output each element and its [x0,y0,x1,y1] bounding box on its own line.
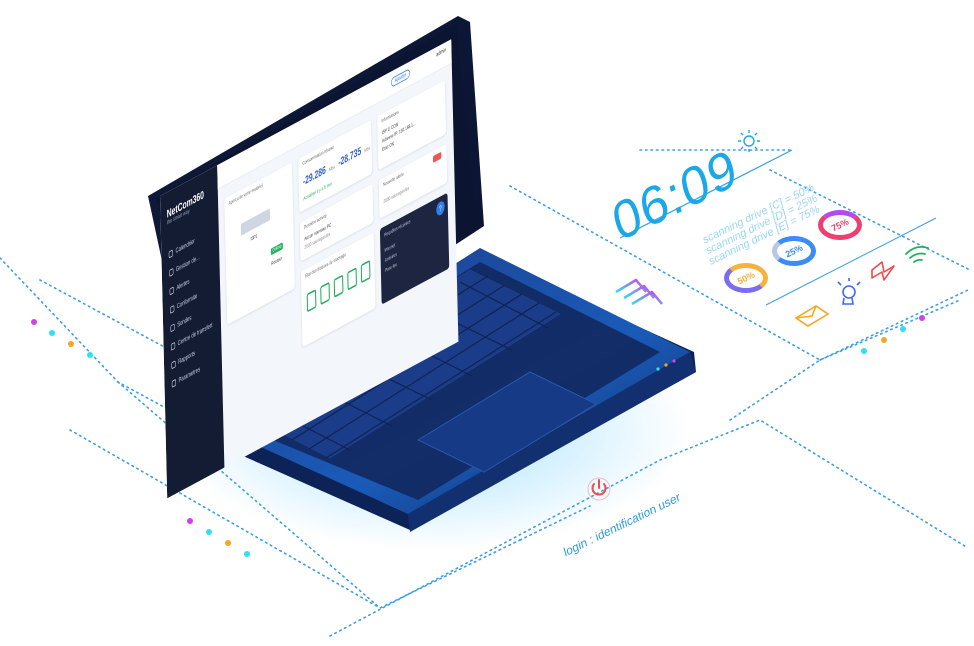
nav-icon [170,341,176,351]
drive-icon [320,281,330,306]
mail-icon [794,305,830,327]
device-type: Routeur [271,256,283,268]
ring-label: 75% [829,216,851,234]
nav-icon [170,304,175,314]
sidebar-item-2[interactable]: Alertes [169,277,190,296]
traffic-value-2: -28.735 [338,143,362,169]
sidebar-item-4[interactable]: Sondes [170,314,191,333]
progress-ring-50: 50% [724,263,768,293]
wifi-icon [905,245,929,263]
ring-label: 50% [735,269,757,287]
sidebar-item-label: Rapports [178,349,196,366]
nav-icon [169,286,174,296]
nav-icon [168,249,174,259]
alert-badge [432,151,442,163]
chevrons-icon [615,278,663,306]
traffic-unit-1: Mbs [328,164,335,174]
traffic-unit-2: Mbs [364,145,371,154]
nav-icon [171,378,177,388]
sidebar-item-label: Calendrier [175,236,195,255]
card-title: Requêtes récentes [384,219,411,239]
drive-icon [347,267,357,291]
router-image [240,208,271,236]
drive-icon [360,259,371,284]
sidebar-item-label: Sondes [177,313,192,329]
nav-icon [171,360,176,370]
sidebar-item-6[interactable]: Rapports [171,349,196,370]
sidebar: NetCom360 the smart way Calendrier Gesti… [160,165,225,499]
sun-icon [738,130,760,152]
request-line: Internet [384,242,396,254]
progress-ring-75: 75% [818,210,862,240]
card-title: Consommation réseau [302,144,334,167]
card-title: Aperçu de votre matériel [228,183,263,207]
sidebar-item-label: Gestion de... [175,253,200,274]
add-button[interactable]: Ajouter [390,68,410,88]
drive-icon [333,274,344,298]
drive-icon [306,288,317,313]
sidebar-item-label: Alertes [176,277,190,292]
user-menu[interactable]: admin [436,47,447,59]
progress-ring-25: 25% [772,236,816,266]
sidebar-item-7[interactable]: Parametres [171,365,201,388]
device-card: Aperçu de votre matériel ISP1 Online Rou… [224,162,295,325]
sidebar-item-0[interactable]: Calendrier [168,236,195,259]
request-line: Pare-feu [385,262,398,274]
sidebar-item-label: Parametres [178,365,201,385]
indicator-dots [31,315,925,557]
sidebar-item-1[interactable]: Gestion de... [169,253,200,277]
lightning-icon [871,261,895,281]
traffic-value-1: -29.286 [302,162,326,188]
status-badge: Online [270,242,284,256]
logo: NetCom360 the smart way [167,188,205,227]
chat-button[interactable]: ? [436,199,445,218]
power-icon [587,477,611,501]
sidebar-item-3[interactable]: Conformite [170,292,197,314]
device-name: ISP1 [250,233,258,243]
lightbulb-icon [837,278,861,305]
sidebar-item-label: Conformite [176,291,198,311]
ring-label: 25% [783,242,805,260]
card-title: Nouvelle alerte [383,171,404,189]
alert-sub: 2000 sauvegardés [383,186,410,205]
nav-icon [169,267,174,277]
nav-icon [170,323,175,333]
